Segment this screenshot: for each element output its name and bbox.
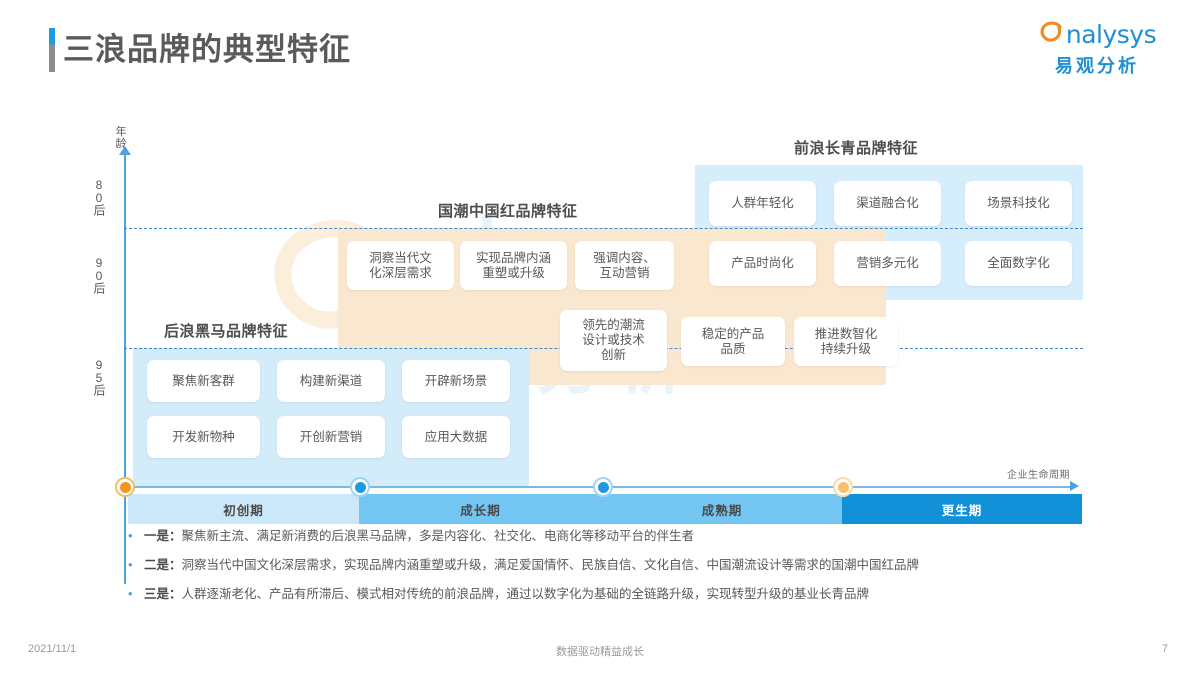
analysys-logo: nalysys 易观分析 — [1027, 20, 1167, 78]
timeline-marker-dot-icon — [837, 481, 849, 493]
x-axis-title: 企业生命周期 — [1007, 470, 1070, 481]
y-tick-90hou: 90后 — [92, 256, 106, 293]
card-label: 渠道融合化 — [856, 196, 919, 210]
title-accent-bar — [49, 28, 55, 72]
card-dongcha-wenhua-xuqiu[interactable]: 洞察当代文 化深层需求 — [347, 241, 454, 290]
card-kaifa-xin-wuzhong[interactable]: 开发新物种 — [147, 416, 260, 458]
gridline-90hou — [124, 228, 1083, 229]
timeline-marker-dot-icon — [597, 481, 609, 493]
list-item: • 二是： 洞察当代中国文化深层需求，实现品牌内涵重塑或升级，满足爱国情怀、民族… — [128, 554, 1108, 583]
y-axis-line — [124, 154, 126, 584]
bullet-text: 人群逐渐老化、产品有所滞后、模式相对传统的前浪品牌，通过以数字化为基础的全链路升… — [181, 587, 870, 601]
card-label-line1: 洞察当代文 — [369, 250, 432, 265]
footer-date: 2021/11/1 — [28, 643, 77, 655]
logo-wordmark: nalysys — [1065, 20, 1157, 49]
card-label: 产品时尚化 — [731, 256, 794, 270]
timeline-stage-chengzhangqi[interactable]: 成长期 — [359, 494, 602, 524]
card-label-line2: 化深层需求 — [369, 265, 432, 280]
card-quanmian-shuzihua[interactable]: 全面数字化 — [965, 241, 1072, 286]
card-yingyong-da-shuju[interactable]: 应用大数据 — [402, 416, 510, 458]
card-yingxiao-duoyuanhua[interactable]: 营销多元化 — [834, 241, 941, 286]
card-qiangdiao-neirong-hudong[interactable]: 强调内容、 互动营销 — [575, 241, 674, 290]
card-goujian-xin-qudao[interactable]: 构建新渠道 — [277, 360, 385, 402]
card-label-line2: 持续升级 — [820, 341, 871, 356]
y-axis-title: 年龄 — [115, 126, 127, 150]
card-jujiao-xin-kequn[interactable]: 聚焦新客群 — [147, 360, 260, 402]
timeline-stage-gengshengqi[interactable]: 更生期 — [842, 494, 1082, 524]
card-label: 开创新营销 — [299, 429, 363, 444]
card-label: 应用大数据 — [424, 429, 488, 444]
timeline-stage-label: 初创期 — [223, 503, 264, 518]
group-title-guo-chao: 国潮中国红品牌特征 — [438, 203, 578, 220]
card-kaichuang-xin-yingxiao[interactable]: 开创新营销 — [277, 416, 385, 458]
y-axis-arrow-icon — [119, 146, 131, 155]
card-label: 人群年轻化 — [731, 196, 794, 210]
card-label-line2: 互动营销 — [599, 265, 650, 280]
card-label: 场景科技化 — [987, 196, 1050, 210]
bullet-marker-icon: • — [128, 528, 133, 543]
timeline-stage-chengshuqi[interactable]: 成熟期 — [602, 494, 842, 524]
bullet-text: 聚焦新主流、满足新消费的后浪黑马品牌，多是内容化、社交化、电商化等移动平台的伴生… — [181, 529, 695, 543]
y-tick-95hou: 95后 — [92, 358, 106, 395]
page-title: 三浪品牌的典型特征 — [63, 32, 351, 67]
footer-page-number: 7 — [1161, 643, 1168, 655]
bullet-marker-icon: • — [128, 586, 133, 601]
card-label-line2: 品质 — [720, 341, 746, 356]
card-label-line2: 设计或技术 — [582, 333, 645, 347]
timeline-marker-dot-icon — [119, 481, 131, 493]
card-label: 构建新渠道 — [299, 373, 363, 388]
card-label-line1: 领先的潮流 — [582, 318, 645, 332]
card-renqun-nianqinghua[interactable]: 人群年轻化 — [709, 181, 816, 226]
bullet-list: • 一是： 聚焦新主流、满足新消费的后浪黑马品牌，多是内容化、社交化、电商化等移… — [128, 525, 1108, 612]
card-label: 营销多元化 — [856, 256, 919, 270]
card-label-line1: 稳定的产品 — [701, 326, 765, 341]
x-axis-arrow-icon — [1070, 481, 1079, 491]
group-title-hou-lang: 后浪黑马品牌特征 — [164, 323, 289, 340]
bullet-lead: 三是： — [144, 587, 182, 601]
timeline-marker-1[interactable] — [115, 477, 135, 497]
card-label: 开发新物种 — [172, 429, 235, 444]
card-label-line3: 创新 — [600, 348, 626, 362]
list-item: • 一是： 聚焦新主流、满足新消费的后浪黑马品牌，多是内容化、社交化、电商化等移… — [128, 525, 1108, 554]
slide-footer: 2021/11/1 数据驱动精益成长 7 — [0, 640, 1200, 675]
timeline-stage-label: 成长期 — [460, 503, 501, 518]
card-qudao-ronghehua[interactable]: 渠道融合化 — [834, 181, 941, 226]
bullet-lead: 一是： — [144, 529, 182, 543]
card-label-line2: 重塑或升级 — [482, 265, 545, 280]
group-title-qian-lang: 前浪长青品牌特征 — [794, 140, 919, 157]
card-label-line1: 实现品牌内涵 — [475, 250, 551, 265]
card-wending-chanpin-pinzhi[interactable]: 稳定的产品 品质 — [681, 317, 785, 366]
card-label-line1: 强调内容、 — [593, 250, 656, 265]
card-kaipi-xin-changjing[interactable]: 开辟新场景 — [402, 360, 510, 402]
card-shixian-pinpai-neihan[interactable]: 实现品牌内涵 重塑或升级 — [460, 241, 567, 290]
diagram-canvas: nalysys 易观分析 年龄 80后 90后 95后 企业生命周期 前浪长青品… — [0, 96, 1200, 584]
bullet-marker-icon: • — [128, 557, 133, 572]
list-item: • 三是： 人群逐渐老化、产品有所滞后、模式相对传统的前浪品牌，通过以数字化为基… — [128, 583, 1108, 612]
timeline-marker-dot-icon — [354, 481, 366, 493]
logo-chinese-name: 易观分析 — [1055, 56, 1139, 76]
timeline-stage-chuchuangqi[interactable]: 初创期 — [128, 494, 359, 524]
card-label: 全面数字化 — [987, 256, 1050, 270]
card-chanpin-shishanghua[interactable]: 产品时尚化 — [709, 241, 816, 286]
bullet-lead: 二是： — [144, 558, 182, 572]
card-label-line1: 推进数智化 — [814, 326, 878, 341]
slide-header: 三浪品牌的典型特征 nalysys 易观分析 — [0, 0, 1200, 96]
card-lingxian-chaoliu-sheji[interactable]: 领先的潮流 设计或技术 创新 — [560, 310, 667, 371]
timeline-stage-label: 更生期 — [941, 503, 983, 518]
timeline-marker-3[interactable] — [593, 477, 613, 497]
card-label: 聚焦新客群 — [172, 373, 235, 388]
timeline-stage-label: 成熟期 — [701, 503, 743, 518]
footer-slogan: 数据驱动精益成长 — [556, 646, 644, 658]
timeline-marker-4[interactable] — [833, 477, 853, 497]
card-changjing-kejihua[interactable]: 场景科技化 — [965, 181, 1072, 226]
bullet-text: 洞察当代中国文化深层需求，实现品牌内涵重塑或升级，满足爱国情怀、民族自信、文化自… — [181, 558, 920, 572]
card-label: 开辟新场景 — [424, 373, 488, 388]
logo-swoosh-icon — [1038, 19, 1066, 52]
y-tick-80hou: 80后 — [92, 178, 106, 215]
timeline-marker-2[interactable] — [350, 477, 370, 497]
card-tuijin-shuzhihua-shengji[interactable]: 推进数智化 持续升级 — [794, 317, 898, 366]
